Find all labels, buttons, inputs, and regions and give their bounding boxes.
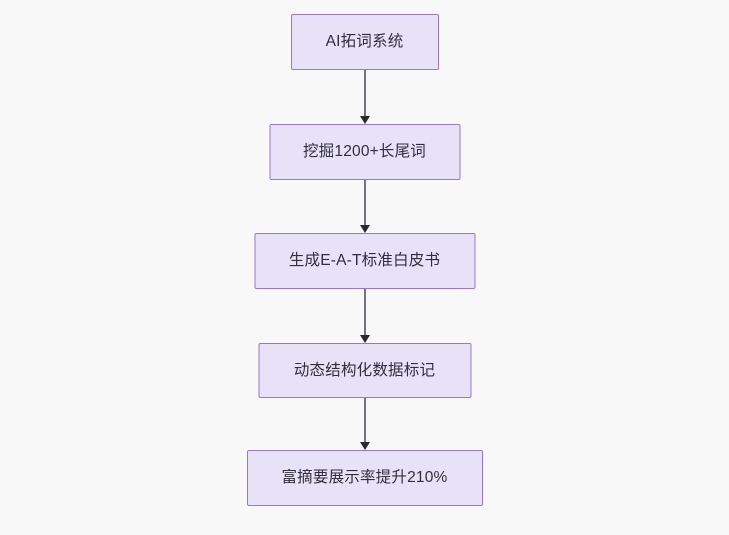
- flowchart-node-label: 挖掘1200+长尾词: [302, 143, 427, 161]
- flowchart-node-label: AI拓词系统: [325, 33, 404, 51]
- arrow-head-icon: [359, 335, 370, 343]
- flowchart-node-longtail-keywords[interactable]: 挖掘1200+长尾词: [269, 124, 460, 180]
- flowchart-node-label: 富摘要展示率提升210%: [281, 469, 448, 487]
- flowchart-node-eat-whitepaper[interactable]: 生成E-A-T标准白皮书: [254, 233, 475, 289]
- flowchart-node-rich-snippet-result[interactable]: 富摘要展示率提升210%: [246, 450, 483, 506]
- flowchart-node-structured-data-markup[interactable]: 动态结构化数据标记: [258, 343, 471, 398]
- flowchart-arrow-node0-to-node1: [359, 70, 371, 124]
- arrow-line: [363, 289, 366, 335]
- arrow-line: [363, 398, 366, 442]
- flowchart-node-label: 生成E-A-T标准白皮书: [288, 252, 441, 270]
- arrow-head-icon: [359, 116, 370, 124]
- arrow-head-icon: [359, 442, 370, 450]
- flowchart-arrow-node3-to-node4: [359, 398, 371, 450]
- flowchart-arrow-node1-to-node2: [359, 180, 371, 233]
- arrow-line: [363, 180, 366, 225]
- flowchart-node-label: 动态结构化数据标记: [293, 361, 436, 379]
- arrow-line: [363, 70, 366, 116]
- flowchart-node-ai-keyword-system[interactable]: AI拓词系统: [290, 14, 439, 70]
- flowchart-arrow-node2-to-node3: [359, 289, 371, 343]
- arrow-head-icon: [359, 225, 370, 233]
